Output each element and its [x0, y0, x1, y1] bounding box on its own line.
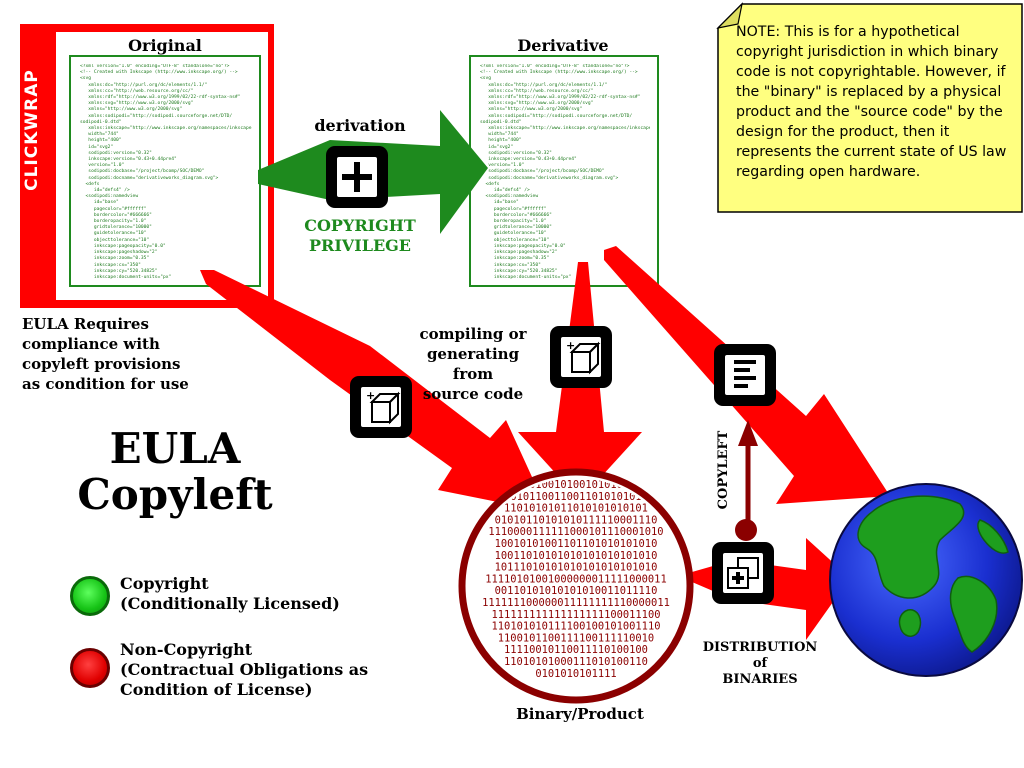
- binary-row: 10100101001010101: [523, 479, 629, 491]
- binary-row: 10010101001101101010101010: [495, 538, 658, 550]
- diagram-title: EULA Copyleft: [60, 426, 290, 518]
- compiling-line: source code: [422, 385, 524, 403]
- eula-requires-line: as condition for use: [22, 375, 189, 393]
- binary-row: 110101010111100100101001110: [492, 621, 661, 633]
- eula-requires-label: EULA Requires compliance with copyleft p…: [22, 314, 222, 394]
- legend-non-copyright-swatch: [70, 648, 110, 688]
- original-source-code: <?xml version="1.0" encoding="UTF-8" sta…: [80, 64, 252, 280]
- binary-row: 10011010101010101010101010: [495, 550, 658, 562]
- legend-line: (Conditionally Licensed): [120, 594, 340, 613]
- eula-requires-line: copyleft provisions: [22, 355, 181, 373]
- binary-row: 11110101001000000011111000011: [485, 573, 666, 585]
- clickwrap-label: CLICKWRAP: [22, 69, 42, 191]
- original-doc-border: [69, 55, 261, 287]
- legend-line: Copyright: [120, 574, 209, 593]
- binary-row: 010110011001101010101: [510, 491, 641, 503]
- copyright-privilege-line: COPYRIGHT: [304, 216, 416, 235]
- binary-row: 1110000111111000101110001010: [488, 526, 663, 538]
- note-fold: [716, 2, 743, 29]
- cube-icon: +: [550, 326, 612, 388]
- plus-icon: [326, 146, 388, 208]
- binary-row: 1100101100111100111110010: [498, 632, 654, 644]
- binary-row: 11110010110011110100100: [504, 644, 648, 656]
- eula-requires-line: EULA Requires: [22, 315, 149, 333]
- legend-copyright-text: Copyright (Conditionally Licensed): [120, 574, 380, 614]
- compiling-label: compiling or generating from source code: [408, 324, 538, 404]
- diagram-title-line: EULA: [109, 424, 241, 473]
- legend-non-copyright-text: Non-Copyright (Contractual Obligations a…: [120, 640, 400, 700]
- copyleft-label: COPYLEFT: [716, 430, 731, 510]
- distribution-label: DISTRIBUTION of BINARIES: [690, 640, 830, 688]
- binary-row: 00110101010101010011011110: [495, 585, 658, 597]
- distribution-line: of: [752, 656, 768, 671]
- binary-product-label: Binary/Product: [516, 705, 644, 723]
- legend-line: (Contractual Obligations as: [120, 660, 369, 679]
- compiling-line: from: [452, 365, 494, 383]
- copyright-privilege-line: PRIVILEGE: [308, 236, 411, 255]
- copyright-privilege-label: COPYRIGHT PRIVILEGE: [290, 216, 430, 256]
- binary-row: 10111010101010101010101010: [495, 562, 658, 574]
- binary-row: 11010101000111010100110: [504, 656, 648, 668]
- legend-line: Condition of License): [120, 680, 313, 699]
- diagram-title-line: Copyleft: [77, 470, 273, 519]
- binary-product-circle: [458, 468, 694, 704]
- binary-row: 111111100000011111111110000011: [482, 597, 670, 609]
- derivative-source-code: <?xml version="1.0" encoding="UTF-8" sta…: [480, 64, 650, 280]
- original-title: Original: [128, 36, 202, 55]
- note-text: NOTE: This is for a hypothetical copyrig…: [736, 24, 1007, 180]
- binary-row: 01010110101010111110001110: [495, 514, 658, 526]
- derivative-title: Derivative: [517, 36, 609, 55]
- copyleft-arrow-dot: [735, 519, 757, 541]
- legend-line: Non-Copyright: [120, 640, 253, 659]
- legend-copyright-swatch: [70, 576, 110, 616]
- binary-text: 1010010100101010101011001100110101010111…: [482, 479, 670, 680]
- cube-icon: +: [350, 376, 412, 438]
- copy-icon: [712, 542, 774, 604]
- compiling-line: compiling or: [419, 325, 527, 343]
- derivation-label: derivation: [314, 116, 406, 135]
- svg-text:+: +: [566, 339, 575, 352]
- compiling-line: generating: [426, 345, 520, 363]
- distribution-line: DISTRIBUTION: [702, 640, 818, 655]
- document-icon: [714, 344, 776, 406]
- eula-requires-line: compliance with: [22, 335, 160, 353]
- copyleft-arrow-head: [738, 420, 758, 446]
- distribution-line: BINARIES: [722, 672, 798, 687]
- globe-icon: [829, 483, 1023, 677]
- binary-row: 0101010101111: [535, 668, 616, 680]
- binary-row: 11010101011010101010101: [504, 503, 648, 515]
- svg-text:+: +: [366, 389, 375, 402]
- binary-row: 111111111111111111100011100: [492, 609, 661, 621]
